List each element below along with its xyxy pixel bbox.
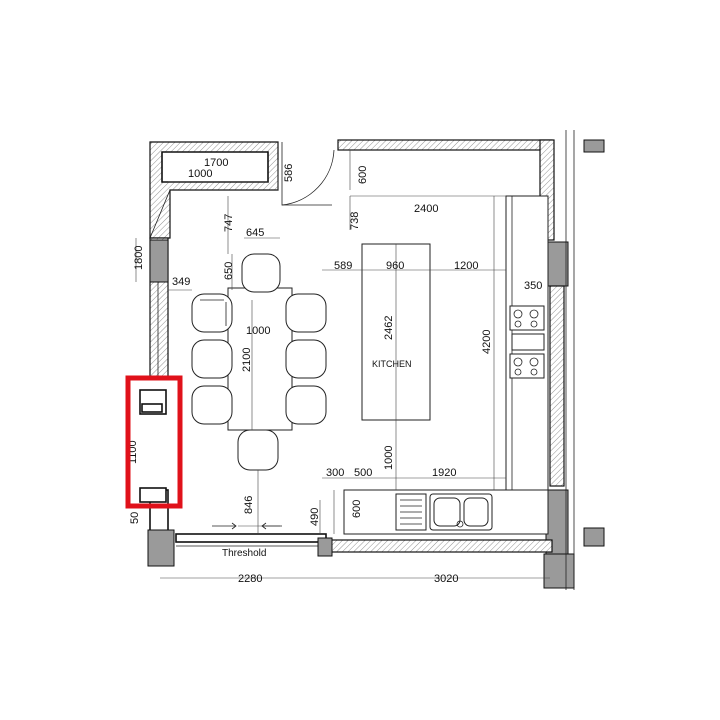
room-label: KITCHEN	[372, 359, 412, 369]
dimension-lines	[135, 150, 550, 579]
dim-490: 490	[309, 508, 321, 526]
dim-846: 846	[243, 496, 255, 514]
dim-1000-island: 1000	[383, 446, 395, 470]
chair	[191, 339, 233, 379]
threshold-label: Threshold	[222, 548, 266, 559]
dim-3020: 3020	[434, 573, 458, 585]
bottom-wall	[175, 533, 553, 557]
dim-2400: 2400	[414, 203, 438, 215]
dim-1000-table: 1000	[246, 325, 270, 337]
chair	[241, 253, 281, 293]
dim-50: 50	[129, 512, 141, 524]
sink-icon	[429, 493, 493, 531]
dim-349: 349	[172, 276, 190, 288]
drainer-icon	[395, 493, 427, 531]
highlight-box	[125, 375, 183, 509]
dim-747: 747	[223, 214, 235, 232]
dim-4200: 4200	[481, 330, 493, 354]
threshold-arrows	[212, 522, 282, 530]
dim-960: 960	[386, 260, 404, 272]
dim-1920: 1920	[432, 467, 456, 479]
dim-1000-top: 1000	[188, 168, 212, 180]
dining-chairs	[191, 253, 327, 471]
kitchen-counter-right	[505, 195, 549, 493]
dim-350: 350	[524, 280, 542, 292]
dim-586: 586	[283, 164, 295, 182]
dim-1800: 1800	[133, 246, 145, 270]
dim-300: 300	[326, 467, 344, 479]
hob-icon-2	[509, 353, 545, 379]
dim-645: 645	[246, 227, 264, 239]
dim-500: 500	[354, 467, 372, 479]
chair	[285, 339, 327, 379]
chair	[285, 293, 327, 333]
chair	[191, 293, 233, 333]
chair	[237, 429, 279, 471]
chair	[191, 385, 233, 425]
dim-1200: 1200	[454, 260, 478, 272]
chair	[285, 385, 327, 425]
entry-door-swing	[281, 142, 335, 206]
dim-2462: 2462	[383, 316, 395, 340]
hob-icon	[509, 305, 545, 331]
dim-600-sink: 600	[351, 500, 363, 518]
dim-600-top: 600	[357, 166, 369, 184]
dim-1700: 1700	[204, 157, 228, 169]
kitchen-counter-bottom	[343, 489, 549, 535]
dim-2100: 2100	[241, 348, 253, 372]
dim-2280: 2280	[238, 573, 262, 585]
top-left-wall	[149, 141, 279, 239]
dim-738: 738	[349, 212, 361, 230]
dimension-labels: 1700 1000 586 600 738 2400 747 645 650 1…	[127, 157, 542, 585]
dining-table	[227, 287, 293, 431]
dim-650: 650	[223, 262, 235, 280]
dim-589: 589	[334, 260, 352, 272]
